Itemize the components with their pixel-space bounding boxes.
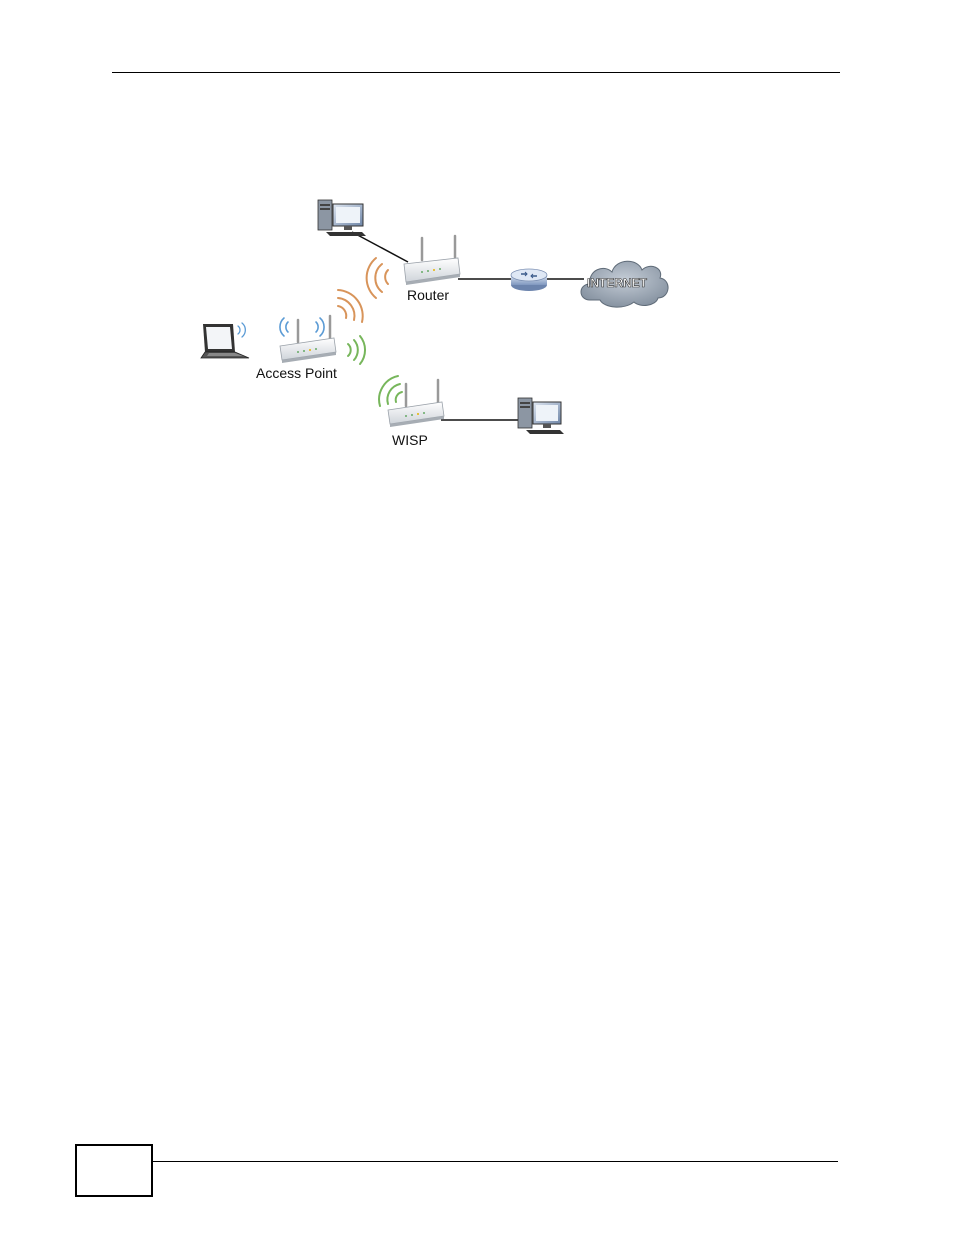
footer-rule — [152, 1161, 838, 1162]
page-number-box — [75, 1144, 153, 1197]
link-desktop-router — [352, 232, 408, 262]
network-router-icon — [511, 269, 547, 291]
desktop-computer-icon — [318, 200, 366, 236]
laptop-icon — [201, 324, 249, 358]
wireless-access-point-icon — [280, 316, 336, 363]
router-wifi-waves — [367, 258, 388, 298]
access-point-label: Access Point — [256, 365, 337, 381]
wisp-label: WISP — [392, 432, 428, 448]
laptop-wifi-waves — [238, 323, 245, 337]
wireless-router-icon — [404, 236, 460, 285]
ap-wifi-waves-blue — [280, 318, 324, 336]
desktop-computer-icon — [518, 398, 564, 434]
network-mode-diagram: Router INTERNET — [0, 0, 954, 520]
ap-wifi-waves-green — [348, 336, 365, 364]
router-label: Router — [407, 287, 449, 303]
wisp-wifi-waves — [379, 376, 402, 406]
ap-wifi-waves-orange — [338, 290, 363, 322]
wireless-router-icon — [388, 380, 444, 427]
internet-label: INTERNET — [587, 276, 648, 290]
